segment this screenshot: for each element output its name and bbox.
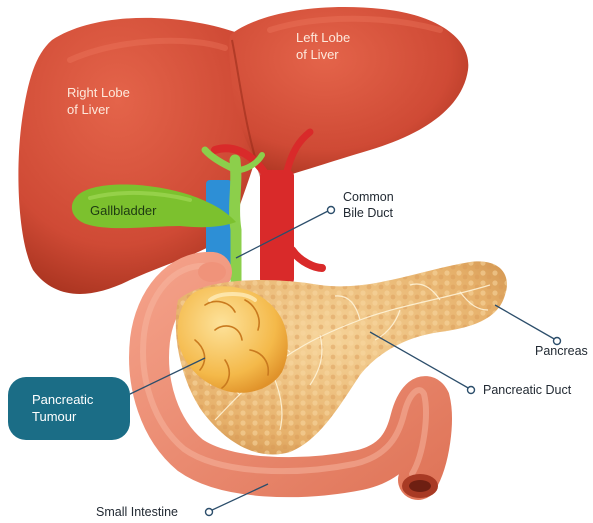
- pancreatic-duct-label: Pancreatic Duct: [483, 383, 572, 397]
- pancreatic-duct-pointer: [468, 387, 475, 394]
- gallbladder-label: Gallbladder: [90, 203, 157, 218]
- common-bile-duct-label: Common Bile Duct: [343, 190, 397, 220]
- small-intestine-label: Small Intestine: [96, 505, 178, 519]
- hepatic-artery: [260, 170, 294, 285]
- common-bile-duct-pointer: [328, 207, 335, 214]
- pancreas-label: Pancreas: [535, 344, 588, 358]
- small-intestine-pointer: [206, 509, 213, 516]
- bile-duct: [235, 160, 236, 300]
- pancreas-leader: [495, 305, 556, 340]
